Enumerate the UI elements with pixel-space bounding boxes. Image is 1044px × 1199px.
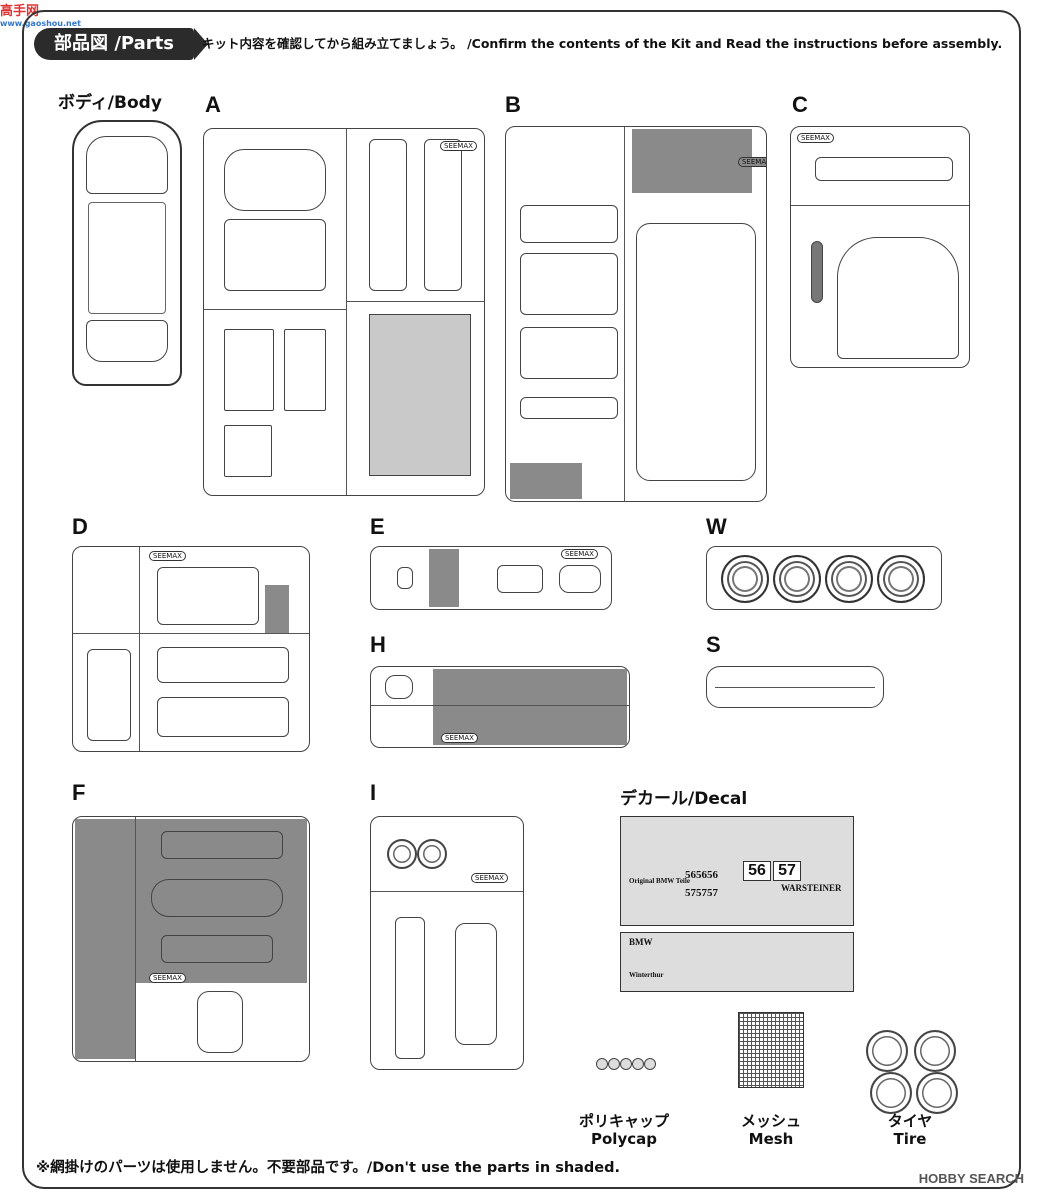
decal-line-56: 565656 <box>685 869 718 881</box>
mesh-drawing <box>738 1012 804 1088</box>
tire-caption: タイヤ Tire <box>870 1112 950 1148</box>
body-drawing <box>72 120 182 386</box>
sprue-label-i: I <box>370 780 377 805</box>
wheel-2 <box>773 555 821 603</box>
sprue-i: SEEMAX <box>370 816 524 1070</box>
sprue-label-h: H <box>370 632 386 657</box>
sprue-label-b: B <box>505 92 521 117</box>
sprue-c: SEEMAX <box>790 126 970 368</box>
seemax-logo-h: SEEMAX <box>441 733 478 743</box>
parts-instruction: キット内容を確認してから組み立てましょう。 /Confirm the conte… <box>202 36 1003 51</box>
mesh-label-en: Mesh <box>748 1130 794 1148</box>
sprue-label-e: E <box>370 514 385 539</box>
unused-parts-note: ※網掛けのパーツは使用しません。不要部品です。/Don't use the pa… <box>36 1160 621 1176</box>
sprue-label-s: S <box>706 632 721 657</box>
sprue-s <box>706 666 884 708</box>
decal-line-57: 575757 <box>685 887 718 899</box>
decal-bmw-teile: Original BMW Teile <box>629 877 690 885</box>
tire-label-jp: タイヤ <box>887 1112 933 1130</box>
wheel-4 <box>877 555 925 603</box>
decal-sheet-1: 56 57 565656 575757 Original BMW Teile W… <box>620 816 854 926</box>
sprue-d: SEEMAX <box>72 546 310 752</box>
decal-number-56: 56 <box>743 861 771 881</box>
wheel-3 <box>825 555 873 603</box>
sprue-label-f: F <box>72 780 86 805</box>
sprue-label-a: A <box>205 92 221 117</box>
sprue-label-c: C <box>792 92 808 117</box>
seemax-logo-c: SEEMAX <box>797 133 834 143</box>
sprue-label-d: D <box>72 514 88 539</box>
polycap-label-en: Polycap <box>591 1130 657 1148</box>
seemax-logo-a: SEEMAX <box>440 141 477 151</box>
mesh-caption: メッシュ Mesh <box>726 1112 816 1148</box>
body-label: ボディ/Body <box>58 93 162 113</box>
seemax-logo-f: SEEMAX <box>149 973 186 983</box>
page-frame <box>22 10 1021 1189</box>
polycap-label-jp: ポリキャップ <box>578 1112 669 1130</box>
seemax-logo-e: SEEMAX <box>561 549 598 559</box>
parts-title: 部品図 /Parts <box>34 28 208 60</box>
seemax-logo-i: SEEMAX <box>471 873 508 883</box>
sprue-a: SEEMAX <box>203 128 485 496</box>
seemax-logo-b: SEEMAX <box>738 157 766 167</box>
decal-number-57: 57 <box>773 861 801 881</box>
sprue-w <box>706 546 942 610</box>
sprue-f: SEEMAX <box>72 816 310 1062</box>
sprue-b: SEEMAX <box>505 126 767 502</box>
decal-bmw: BMW <box>629 937 653 947</box>
tire-label-en: Tire <box>893 1130 927 1148</box>
seemax-logo-d: SEEMAX <box>149 551 186 561</box>
mesh-label-jp: メッシュ <box>740 1112 801 1130</box>
decal-sheet-2: BMW Winterthur <box>620 932 854 992</box>
wheel-1 <box>721 555 769 603</box>
decal-warsteiner: WARSTEINER <box>781 883 842 893</box>
hobbysearch-watermark: HOBBY SEARCH <box>918 1171 1024 1186</box>
sprue-label-w: W <box>706 514 727 539</box>
sprue-e: SEEMAX <box>370 546 612 610</box>
polycap-caption: ポリキャップ Polycap <box>574 1112 674 1148</box>
decal-label: デカール/Decal <box>620 789 748 809</box>
decal-winterthur: Winterthur <box>629 971 664 979</box>
sprue-h: SEEMAX <box>370 666 630 748</box>
